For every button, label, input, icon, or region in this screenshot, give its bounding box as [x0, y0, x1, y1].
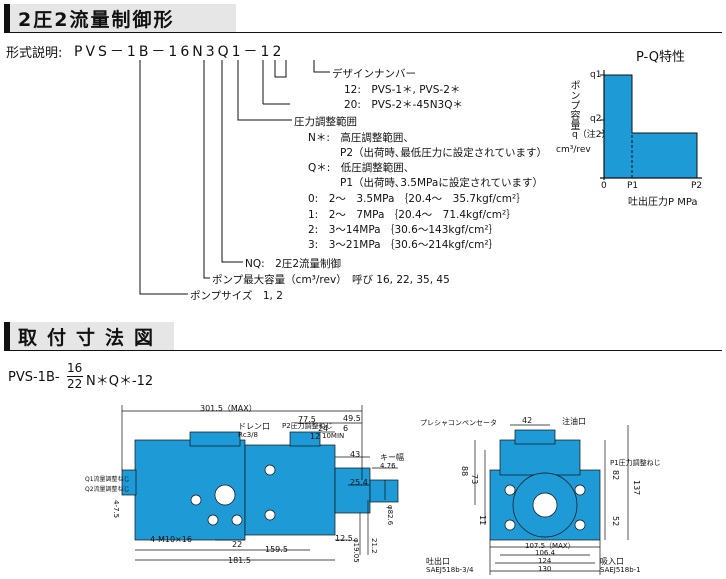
legend-n-detail: P2（出荷時､最低圧力に設定されています）: [340, 147, 547, 159]
pq-unit: cm³/rev: [556, 145, 591, 155]
dim-12: 12: [310, 432, 321, 441]
dim-19: φ19.05: [352, 538, 360, 563]
dim-137: 137: [632, 480, 641, 496]
dim-q1adj: Q1流量調整ねじ: [85, 476, 130, 483]
pq-xlabel: 吐出圧力P MPa: [628, 197, 698, 208]
pq-origin: 0: [601, 181, 607, 191]
section-header-2: 取付寸法図: [4, 322, 174, 350]
section-title-1: 2圧2流量制御形: [18, 8, 175, 31]
side-view-body: [121, 431, 399, 541]
variant-top: 16: [67, 361, 83, 375]
dim-q2adj: Q2流量調整ねじ: [85, 486, 130, 493]
dim-p1adj: P1圧力調整ねじ: [610, 459, 661, 467]
pq-q: q（注2）: [572, 130, 611, 140]
variant-suffix: N＊Q＊-12: [86, 374, 154, 389]
dim-11: 11: [478, 515, 487, 526]
model-code-label: 形式説明:: [6, 46, 63, 61]
pq-q2: q2: [590, 114, 602, 124]
dim-88: 88: [460, 466, 469, 477]
dim-106: 106.4: [535, 549, 556, 557]
dim-73: 73: [470, 474, 479, 485]
pq-ylabel: ポンプ容量: [568, 80, 579, 130]
dim-473: 4-M10×16: [150, 535, 192, 544]
pq-plot: [600, 70, 702, 180]
legend-range-1: 1: 2～ 7MPa ｛20.4～ 71.4kgf/cm²｝: [308, 209, 517, 221]
dim-159: 159.5: [265, 545, 288, 554]
section-title-2: 取付寸法図: [18, 326, 164, 349]
header-rule-2: [4, 350, 722, 351]
dim-inlet: 吸入口: [600, 557, 624, 566]
pq-title: P-Q特性: [636, 50, 685, 65]
section-header-1: 2圧2流量制御形: [4, 4, 236, 32]
dim-rc: Rc3/8: [238, 431, 258, 439]
legend-pressure-range: 圧力調整範囲: [294, 116, 357, 128]
pq-p2: P2: [691, 181, 703, 191]
dim-22: 22: [232, 540, 243, 549]
dim-10: 10MIN: [322, 432, 345, 440]
legend-nq: NQ: 2圧2流量制御: [245, 258, 342, 270]
dim-43: 43: [350, 450, 361, 459]
dim-21: 21.2: [370, 538, 378, 554]
legend-range-0: 0: 2～ 3.5MPa ｛20.4～ 35.7kgf/cm²｝: [308, 193, 527, 205]
legend-q-detail: P1（出荷時､3.5MPaに設定されています）: [340, 177, 543, 189]
variant-bottom: 22: [67, 377, 83, 391]
variant-fraction-bar: [67, 376, 83, 377]
dim-49: 49.5: [343, 414, 361, 423]
legend-design-12: 12: PVS-1＊, PVS-2＊: [344, 84, 461, 96]
dim-47: 4-7.5: [112, 500, 120, 519]
dim-130: 130: [538, 565, 552, 573]
dim-p2adj: P2圧力調整ねじ: [282, 422, 333, 430]
legend-size: ポンプサイズ 1, 2: [190, 290, 283, 302]
dim-82: φ82.6: [386, 505, 394, 526]
dim-key: キー幅: [380, 453, 404, 462]
pq-p1: P1: [627, 181, 639, 191]
dim-4: 4.76: [380, 462, 396, 470]
dim-42: 42: [522, 416, 533, 425]
pq-q1: q1: [590, 70, 602, 80]
legend-design-20: 20: PVS-2＊-45N3Q＊: [344, 99, 463, 111]
dim-inlet-sae: SAEJ518b-1: [600, 566, 641, 574]
dim-107: 107.5（MAX）: [525, 542, 575, 550]
dim-77: 77.5: [298, 415, 316, 424]
legend-q-label: Q＊: 低圧調整範囲、: [308, 162, 415, 174]
dim-24: 24: [318, 424, 329, 433]
front-view-body: [489, 429, 601, 541]
dim-outlet: 吐出口: [426, 557, 450, 566]
dim-comp: プレシャコンペンセータ: [420, 419, 497, 427]
dim-82b: 82: [611, 470, 620, 481]
dim-outlet-sae: SAEJ518b-3/4: [426, 566, 474, 574]
legend-range-3: 3: 3～21MPa ｛30.6～214kgf/cm²｝: [308, 239, 500, 251]
model-code: PVS－1B－16N3Q1－12: [74, 44, 285, 60]
variant-prefix: PVS-1B-: [8, 370, 60, 385]
legend-capacity: ポンプ最大容量（cm³/rev） 呼び 16, 22, 35, 45: [212, 274, 450, 286]
dim-6: 6: [343, 424, 349, 433]
legend-n-label: N＊: 高圧調整範囲、: [308, 132, 414, 144]
dim-25: 25.4: [350, 478, 368, 487]
dim-drain: ドレン口: [238, 422, 270, 431]
dim-oil: 注油口: [562, 417, 586, 426]
dim-52: 52: [611, 516, 620, 527]
header-rule-1: [4, 32, 722, 33]
dim-125: 12.5: [335, 534, 353, 543]
dim-181: 181.5: [228, 556, 251, 565]
dim-301: 301.5（MAX）: [200, 404, 257, 413]
dim-124: 124: [538, 557, 552, 565]
legend-range-2: 2: 3～14MPa ｛30.6～143kgf/cm²｝: [308, 224, 500, 236]
legend-design-no: デザインナンバー: [332, 68, 416, 80]
